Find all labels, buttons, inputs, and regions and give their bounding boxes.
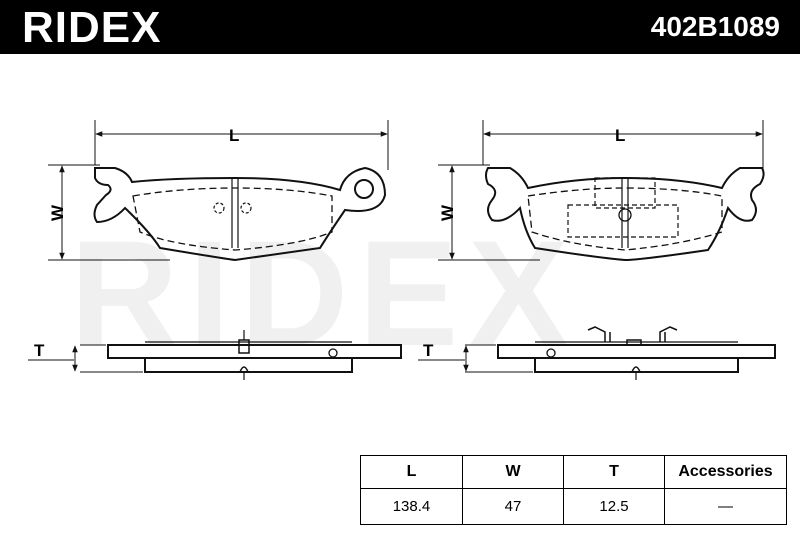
watermark: RIDEX — [70, 209, 579, 377]
part-number: 402B1089 — [650, 11, 780, 42]
right-thickness-label: T — [423, 341, 434, 360]
right-pad-front-view — [438, 120, 765, 262]
specs-header-row: L W T Accessories — [360, 455, 787, 489]
specs-header-width: W — [462, 455, 564, 489]
right-length-label: L — [615, 126, 625, 145]
specs-value-length: 138.4 — [360, 488, 463, 525]
specs-value-width: 47 — [462, 488, 564, 525]
right-backing-plate — [485, 167, 765, 262]
right-pad-side-view — [418, 326, 776, 380]
left-pad-side-view — [28, 330, 402, 380]
specs-value-accessories: — — [664, 488, 787, 525]
left-length-label: L — [229, 126, 239, 145]
specs-value-row: 138.4 47 12.5 — — [360, 488, 787, 525]
left-backing-plate — [93, 166, 387, 262]
specs-header-length: L — [360, 455, 463, 489]
specs-header-thickness: T — [563, 455, 665, 489]
specs-header-accessories: Accessories — [664, 455, 787, 489]
header-bar: RIDEX 402B1089 — [0, 0, 800, 54]
left-pad-front-view — [48, 120, 389, 262]
left-thickness-label: T — [34, 341, 45, 360]
specs-table: L W T Accessories 138.4 47 12.5 — — [360, 455, 787, 525]
specs-value-thickness: 12.5 — [563, 488, 665, 525]
right-width-label: W — [438, 204, 457, 221]
brand-logo: RIDEX — [22, 3, 162, 52]
left-width-label: W — [48, 204, 67, 221]
